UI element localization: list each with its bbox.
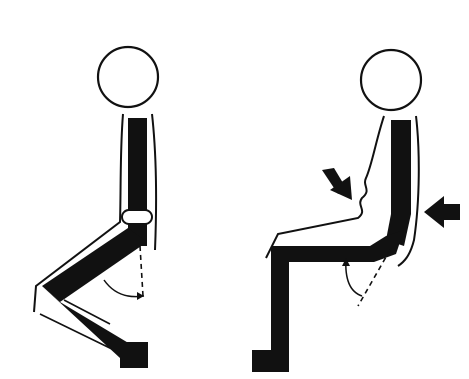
body-outline-slouched — [266, 116, 384, 258]
head-upright — [98, 47, 158, 107]
head-slouched — [361, 50, 421, 110]
pressure-arrow-back-icon — [424, 196, 460, 228]
figure-upright — [34, 47, 158, 368]
reference-line-upright — [140, 246, 143, 296]
foot-slouched — [252, 350, 289, 372]
lumbar-cushion — [122, 210, 152, 224]
spine-slouched — [391, 120, 411, 214]
foot-upright — [120, 342, 148, 368]
thigh-upright — [42, 228, 147, 302]
shin-slouched — [271, 246, 289, 356]
thigh-slouched — [272, 230, 404, 262]
figure-slouched — [252, 50, 460, 372]
spine-upper-upright — [128, 118, 147, 210]
